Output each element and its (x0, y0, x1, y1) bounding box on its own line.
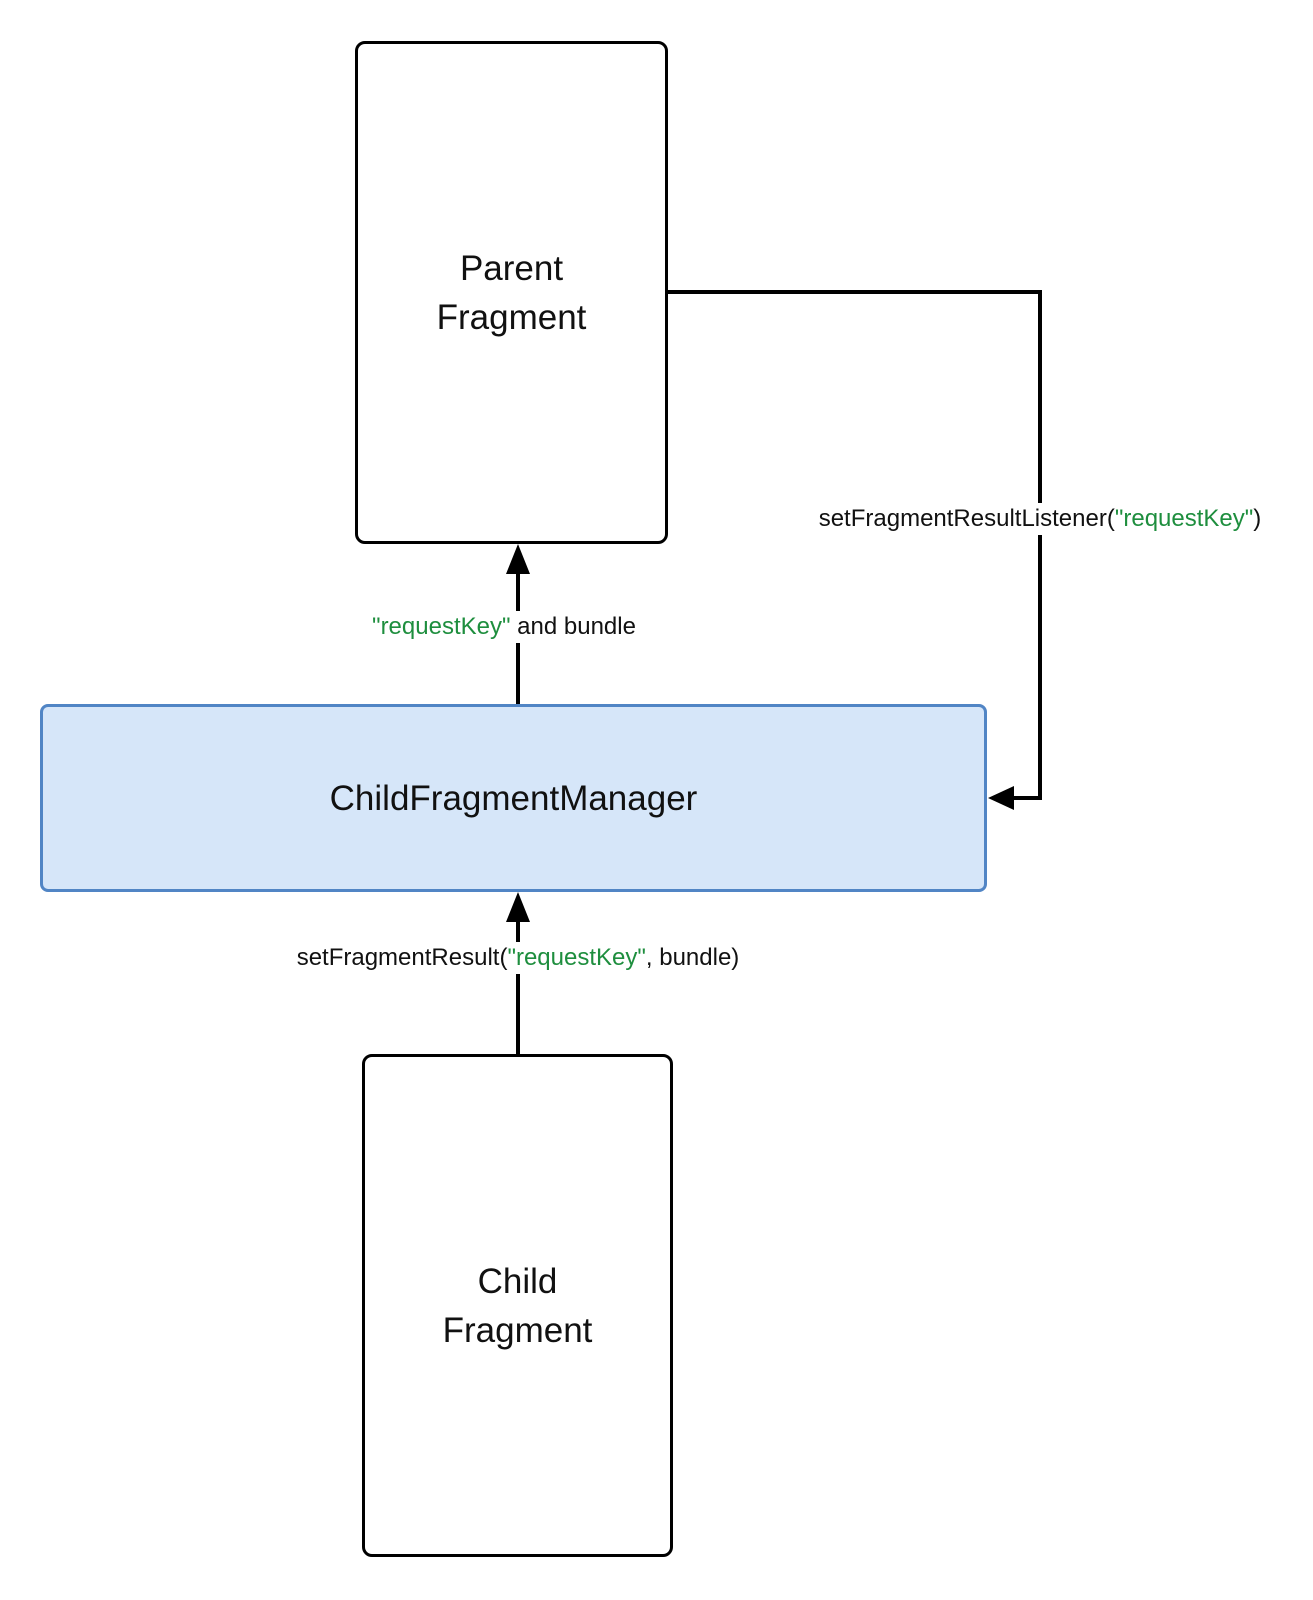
arrowhead-up-icon (506, 892, 530, 922)
edge-label-code-text: setFragmentResultListener( (818, 505, 1115, 532)
edge-label-request-key-and-bundle: "requestKey" and bundle (364, 611, 644, 644)
listener-edge-line-into-manager (1010, 796, 1042, 800)
edge-label-code-text: setFragmentResult( (296, 944, 508, 971)
request-key-literal: "requestKey" (372, 613, 511, 640)
request-key-literal: "requestKey" (1114, 505, 1254, 532)
child-fragment-box: Child Fragment (362, 1054, 673, 1557)
listener-edge-line-horizontal (668, 290, 1042, 294)
edge-label-code-text: , bundle) (645, 944, 740, 971)
edge-label-code-text: ) (1253, 505, 1262, 532)
child-fragment-manager-box: ChildFragmentManager (40, 704, 987, 892)
edge-label-set-fragment-result-listener: setFragmentResultListener("requestKey") (810, 503, 1270, 536)
edge-label-set-fragment-result: setFragmentResult("requestKey", bundle) (288, 942, 748, 975)
arrowhead-left-icon (988, 786, 1014, 810)
listener-edge-line-vertical (1038, 290, 1042, 800)
arrowhead-up-icon (506, 544, 530, 574)
parent-fragment-box: Parent Fragment (355, 41, 668, 544)
set-result-edge-line (516, 914, 520, 1054)
request-key-literal: "requestKey" (507, 944, 646, 971)
edge-label-code-text: and bundle (510, 613, 636, 640)
